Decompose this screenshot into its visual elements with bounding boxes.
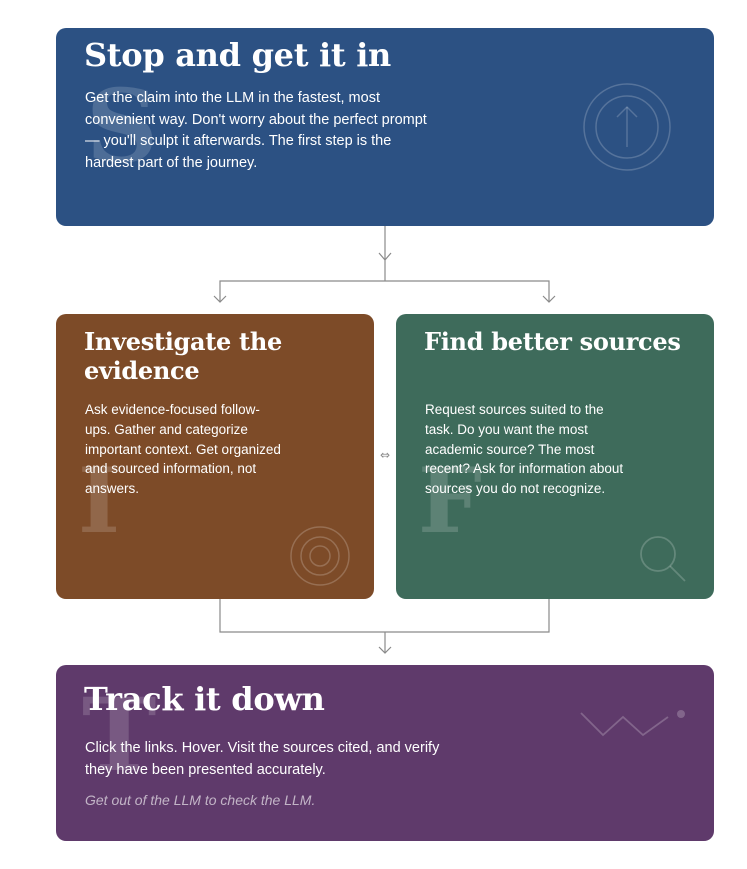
- step-card-investigate: I Investigate the evidence Ask evidence-…: [56, 314, 374, 599]
- step-card-stop: S Stop and get it in Get the claim into …: [56, 28, 714, 226]
- arrow-up-circle-icon: [583, 83, 671, 171]
- card-title: Investigate the evidence: [84, 327, 282, 385]
- bidirectional-arrow-icon: ⇔: [379, 448, 391, 462]
- card-description: Request sources suited to the task. Do y…: [425, 402, 624, 497]
- card-description: Click the links. Hover. Visit the source…: [85, 740, 440, 778]
- card-title: Track it down: [84, 680, 325, 718]
- step-card-find: F Find better sources Request sources su…: [396, 314, 714, 599]
- watermark-letter: T: [82, 676, 157, 794]
- card-title: Stop and get it in: [84, 36, 392, 74]
- target-icon: [290, 526, 350, 586]
- magnifier-icon: [640, 536, 686, 582]
- card-title: Find better sources: [424, 327, 681, 356]
- watermark-letter: I: [78, 448, 121, 554]
- card-tagline: Get out of the LLM to check the LLM.: [85, 792, 316, 808]
- trend-line-icon: [580, 710, 685, 737]
- step-card-track: T Track it down Click the links. Hover. …: [56, 665, 714, 841]
- card-description: Get the claim into the LLM in the fastes…: [85, 90, 427, 171]
- watermark-letter: F: [418, 448, 482, 554]
- card-description: Ask evidence-focused follow-ups. Gather …: [85, 402, 281, 497]
- watermark-letter: S: [86, 67, 159, 185]
